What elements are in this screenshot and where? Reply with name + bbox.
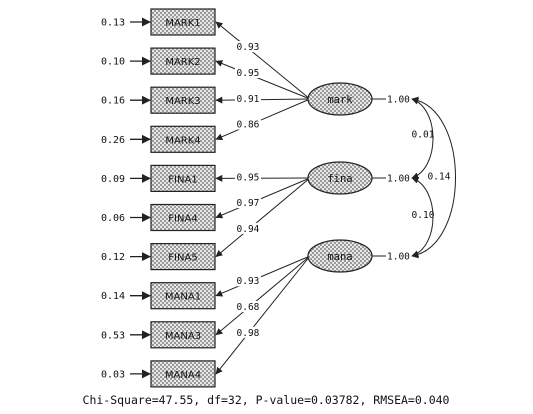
covariance-arrows (411, 96, 456, 259)
observed-box-rect (150, 321, 216, 349)
covariance-value: 0.01 (412, 130, 435, 141)
observed-box-mana3: MANA3 (150, 321, 216, 349)
error-value: 0.10 (101, 57, 125, 68)
observed-box-mana4: MANA4 (150, 360, 216, 388)
loading-label-bg (234, 171, 261, 183)
covariance-value: 0.14 (428, 172, 451, 183)
loading-label-bg (234, 197, 261, 209)
error-value: 0.14 (101, 291, 125, 302)
latent-label: mana (327, 251, 352, 263)
covariance-curve (411, 97, 434, 180)
variance-value: 1.00 (387, 174, 410, 185)
loading-arrow (215, 60, 311, 100)
observed-box-label: FINA5 (168, 253, 197, 264)
observed-box-mark2: MARK2 (150, 47, 216, 75)
error-value: 0.06 (101, 213, 125, 224)
error-value: 0.26 (101, 135, 125, 146)
loading-label-bg (234, 222, 261, 234)
observed-box-rect (150, 164, 216, 192)
covariance-value: 0.10 (412, 210, 435, 221)
loading-label-bg (234, 41, 261, 53)
loading-label-bg (234, 118, 261, 130)
observed-box-rect (150, 360, 216, 388)
latent-label: mark (327, 94, 353, 106)
observed-box-label: FINA4 (168, 214, 197, 225)
observed-box-mark3: MARK3 (150, 86, 216, 114)
coefficient-labels: 0.93 0.95 0.91 0.86 0.95 0.97 0.94 0.93 0.68 0.98… (234, 41, 451, 339)
observed-box-rect (150, 203, 216, 232)
observed-box-rect (150, 47, 216, 75)
observed-box-rect (150, 282, 216, 310)
observed-box-fina4: FINA4 (150, 203, 216, 232)
observed-variables: MARK1MARK2MARK3MARK4FINA1FINA4FINA5MANA1… (150, 8, 216, 388)
error-terms: 0.13 0.10 0.16 0.26 0.09 0.06 0.12 0.14 0.53 0.03 (101, 17, 151, 380)
loading-arrows (215, 21, 311, 375)
error-value: 0.03 (101, 369, 125, 380)
loading-value: 0.98 (237, 328, 260, 339)
observed-box-label: MANA4 (165, 370, 201, 381)
loading-value: 0.94 (237, 224, 260, 235)
loading-value: 0.95 (237, 172, 260, 183)
observed-box-mana1: MANA1 (150, 282, 216, 310)
error-value: 0.16 (101, 96, 125, 107)
latent-mana: mana 1.00 (307, 239, 410, 273)
observed-box-label: MANA1 (165, 292, 201, 303)
covariance-curve (411, 176, 434, 258)
loading-value: 0.91 (237, 94, 260, 105)
loading-arrow (215, 177, 311, 219)
covariance-curve (411, 96, 456, 259)
latent-mark: mark 1.00 (307, 82, 410, 116)
loading-value: 0.93 (237, 276, 260, 287)
error-value: 0.53 (101, 330, 125, 341)
variance-value: 1.00 (387, 95, 410, 106)
loading-value: 0.95 (237, 68, 260, 79)
loading-label-bg (234, 92, 261, 104)
loading-label-bg (234, 326, 261, 338)
loading-value: 0.93 (237, 42, 260, 53)
error-value: 0.12 (101, 252, 125, 263)
observed-box-label: MARK3 (165, 96, 200, 107)
loading-arrow (215, 255, 311, 297)
observed-box-rect (150, 86, 216, 114)
error-value: 0.09 (101, 174, 125, 185)
observed-box-label: MANA3 (165, 331, 201, 342)
loading-arrow (215, 21, 311, 100)
observed-box-rect (150, 8, 216, 36)
variance-value: 1.00 (387, 252, 410, 263)
loading-arrow (215, 255, 311, 336)
error-value: 0.13 (101, 18, 125, 29)
latent-fina: fina 1.00 (307, 161, 410, 195)
loading-arrow (215, 177, 311, 258)
observed-box-mark4: MARK4 (150, 125, 216, 153)
observed-box-fina1: FINA1 (150, 164, 216, 192)
loading-label-bg (234, 66, 261, 78)
loading-label-bg (234, 275, 261, 287)
loading-value: 0.97 (237, 198, 260, 209)
observed-box-mark1: MARK1 (150, 8, 216, 36)
observed-box-rect (150, 243, 216, 271)
observed-box-label: MARK1 (165, 18, 200, 29)
loading-value: 0.68 (237, 302, 260, 313)
observed-box-fina5: FINA5 (150, 243, 216, 271)
observed-box-label: FINA1 (168, 174, 197, 185)
loading-value: 0.86 (237, 120, 260, 131)
loading-arrow (215, 98, 311, 141)
observed-box-rect (150, 125, 216, 153)
latent-label: fina (327, 173, 352, 185)
observed-box-label: MARK4 (165, 135, 200, 146)
latent-variables: mark 1.00 fina 1.00 mana 1.00 (307, 82, 410, 273)
loading-arrow (215, 255, 311, 375)
loading-arrow (215, 96, 311, 104)
observed-box-label: MARK2 (165, 57, 200, 68)
loading-label-bg (234, 301, 261, 313)
fit-summary: Chi-Square=47.55, df=32, P-value=0.03782… (83, 393, 450, 407)
